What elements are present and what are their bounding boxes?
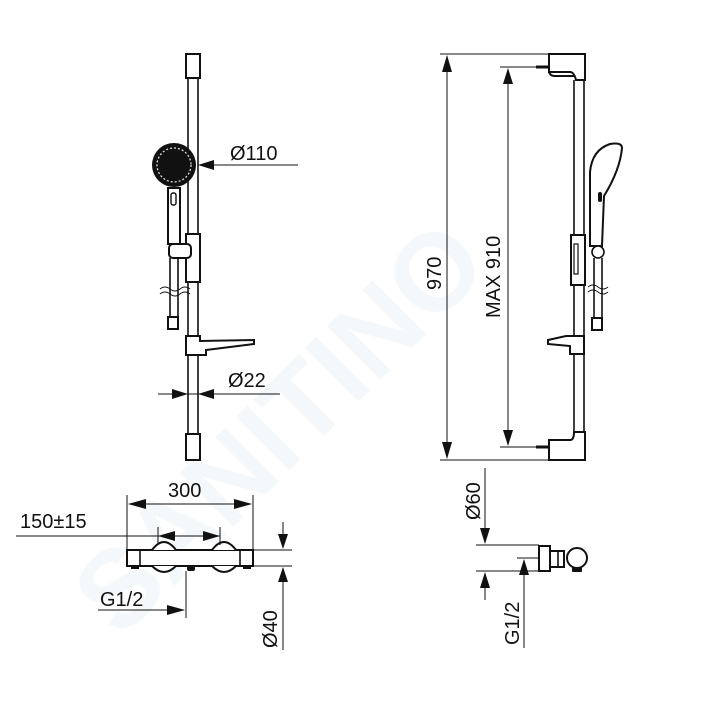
thermostat-body: [126, 549, 254, 567]
dim-total-height: 970: [424, 257, 446, 290]
soap-shelf: [185, 335, 255, 356]
rosette: [538, 545, 551, 572]
shower-head-icon: [152, 143, 196, 187]
rail-top-cap: [185, 53, 201, 79]
hand-shower-side: [589, 142, 624, 247]
dim-max-fixing: MAX 910: [483, 236, 505, 318]
dim-outlet-thread: G1/2: [100, 589, 143, 611]
rail-bottom-cap: [185, 433, 201, 461]
dim-body-diameter: Ø40: [260, 610, 282, 648]
dim-inlet-thread: G1/2: [502, 602, 524, 645]
mixer-side-view: Ø60 G1/2: [463, 468, 588, 648]
handle-knob: [566, 547, 588, 569]
top-wall-bracket: [548, 53, 586, 81]
side-soap-shelf: [547, 335, 585, 355]
mixer-front-view: 300 150±15 G1/2 Ø40: [16, 480, 292, 650]
front-view-shower-rail: Ø110 Ø22: [152, 53, 298, 461]
dim-inlet-spacing: 150±15: [20, 511, 87, 533]
side-view-shower-rail: 970 MAX 910: [424, 53, 624, 461]
dim-rail-diameter: Ø22: [228, 370, 266, 392]
dim-head-diameter: Ø110: [230, 143, 277, 165]
dim-mixer-width: 300: [168, 480, 201, 502]
bottom-wall-bracket: [548, 431, 586, 461]
dim-rosette-diameter: Ø60: [463, 482, 485, 520]
